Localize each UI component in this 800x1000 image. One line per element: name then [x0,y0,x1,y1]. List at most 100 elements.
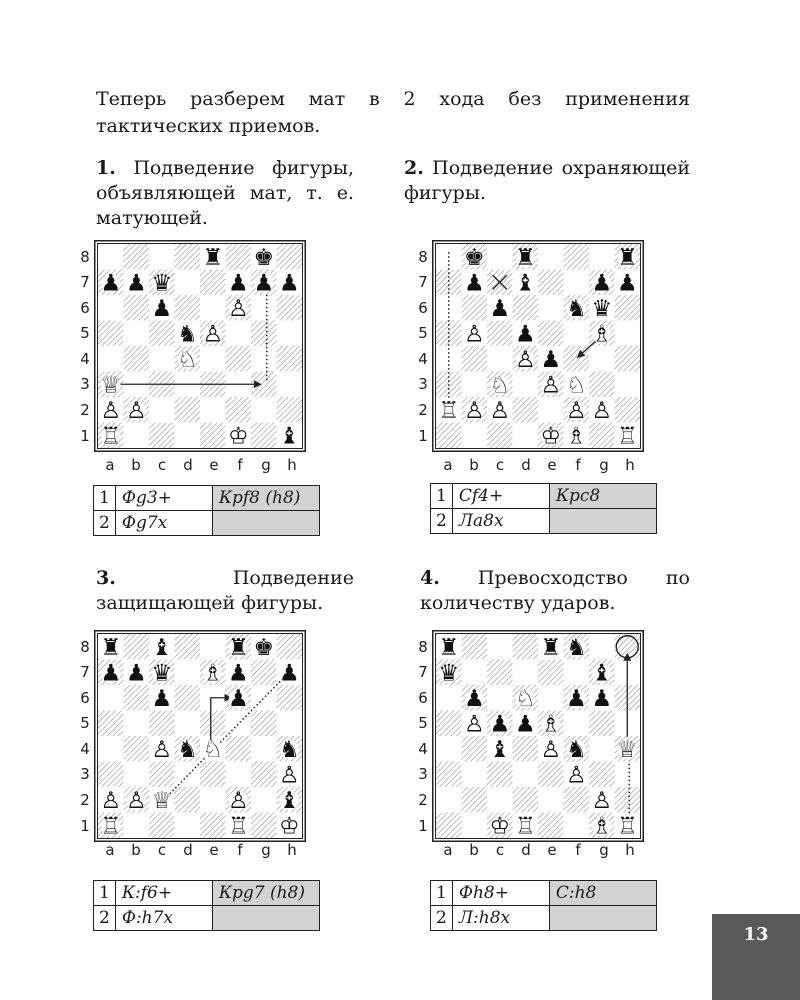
file-label: h [287,841,297,859]
black-rook-icon: ♜ [438,635,459,661]
dark-square [123,346,149,372]
white-king-icon: ♔ [279,813,300,839]
file-label: a [443,456,453,474]
chess-diagram-2: ♚♜♜♟♝♟♟♟♞♛♙♟♗♙♟♘♙♘♖♙♙♙♙♔♗♖ [432,240,644,452]
dark-square [538,812,564,838]
rank-label: 8 [80,638,90,656]
black-knight-icon: ♞ [177,321,198,347]
piece-backdrop [464,324,484,344]
rank-label: 4 [418,740,428,758]
move-number: 1 [430,483,453,509]
white-pawn-icon: ♙ [515,347,536,373]
piece-backdrop [279,765,299,785]
dark-square [276,244,302,270]
white-move: Сf4+ [451,483,550,509]
dark-square [98,761,124,787]
rank-label: 5 [80,714,90,732]
white-rook-icon: ♖ [438,398,459,424]
piece-backdrop [279,740,299,760]
piece-backdrop [101,791,121,811]
black-pawn-icon: ♟ [566,686,587,712]
dark-square [614,346,640,372]
table-row: 2 Ла8х [430,508,657,534]
white-pawn-icon: ♙ [100,788,121,814]
rank-label: 7 [80,663,90,681]
black-pawn-icon: ♟ [489,296,510,322]
dark-square [251,710,277,736]
piece-backdrop [152,273,172,293]
dark-square [149,710,175,736]
dark-square [149,761,175,787]
piece-backdrop [541,740,561,760]
white-pawn-icon: ♙ [591,398,612,424]
dark-square [200,422,226,448]
dark-square [98,320,124,346]
black-knight-icon: ♞ [177,737,198,763]
black-move [211,510,320,536]
dark-square [225,397,251,423]
file-label: c [157,456,167,474]
rank-label: 2 [418,791,428,809]
diagram-title: Превосходство по количеству ударов. [420,567,690,614]
white-queen-icon: ♕ [151,788,172,814]
black-pawn-icon: ♟ [489,711,510,737]
white-pawn-icon: ♙ [489,398,510,424]
black-pawn-icon: ♟ [464,270,485,296]
chess-board: ♚♜♜♟♝♟♟♟♞♛♙♟♗♙♟♘♙♘♖♙♙♙♙♔♗♖ [432,240,644,452]
chess-diagram-1: ♜♚♟♟♛♟♟♟♟♙♞♙♘♕♙♙♖♔♝ [94,240,306,452]
black-pawn-icon: ♟ [126,270,147,296]
black-pawn-icon: ♟ [228,660,249,686]
piece-backdrop [177,324,197,344]
file-label: a [105,841,115,859]
white-bishop-icon: ♗ [566,423,587,449]
black-pawn-icon: ♟ [617,270,638,296]
piece-backdrop [490,299,510,319]
white-rook-icon: ♖ [228,813,249,839]
chess-board: ♜♝♜♚♟♟♛♗♟♟♟♟♙♞♘♞♙♙♙♕♙♝♖♖♔ [94,630,306,842]
rank-label: 8 [418,638,428,656]
solution-table-3: 1 К:f6+ Крg7 (h8) 2 Ф:h7х [93,880,320,931]
white-rook-icon: ♖ [515,813,536,839]
black-bishop-icon: ♝ [591,660,612,686]
piece-backdrop [203,663,223,683]
rank-label: 3 [80,375,90,393]
piece-backdrop [515,816,535,836]
dark-square [174,295,200,321]
file-label: h [287,456,297,474]
dark-square [98,710,124,736]
piece-backdrop [592,299,612,319]
piece-backdrop [464,273,484,293]
black-move [211,905,320,931]
dark-square [200,812,226,838]
diagram-number: 2. [404,157,424,179]
dark-square [436,812,462,838]
piece-backdrop [126,273,146,293]
white-king-icon: ♔ [540,423,561,449]
dark-square [461,295,487,321]
white-rook-icon: ♖ [100,423,121,449]
white-move: Ф:h7х [114,905,213,931]
file-label: h [625,456,635,474]
dark-square [538,269,564,295]
rank-label: 6 [80,299,90,317]
rank-label: 7 [80,273,90,291]
white-knight-icon: ♘ [489,372,510,398]
black-pawn-icon: ♟ [279,270,300,296]
black-pawn-icon: ♟ [279,660,300,686]
black-bishop-icon: ♝ [489,737,510,763]
file-label: b [469,841,479,859]
piece-backdrop [566,765,586,785]
file-label: g [261,456,271,474]
white-king-icon: ♔ [228,423,249,449]
piece-backdrop [566,426,586,446]
piece-backdrop [254,638,274,658]
dark-square [461,634,487,660]
dark-square [225,736,251,762]
piece-backdrop [126,791,146,811]
piece-backdrop [592,273,612,293]
piece-backdrop [228,663,248,683]
piece-backdrop [515,350,535,370]
dark-square [436,422,462,448]
dark-square [174,787,200,813]
white-bishop-icon: ♗ [591,813,612,839]
